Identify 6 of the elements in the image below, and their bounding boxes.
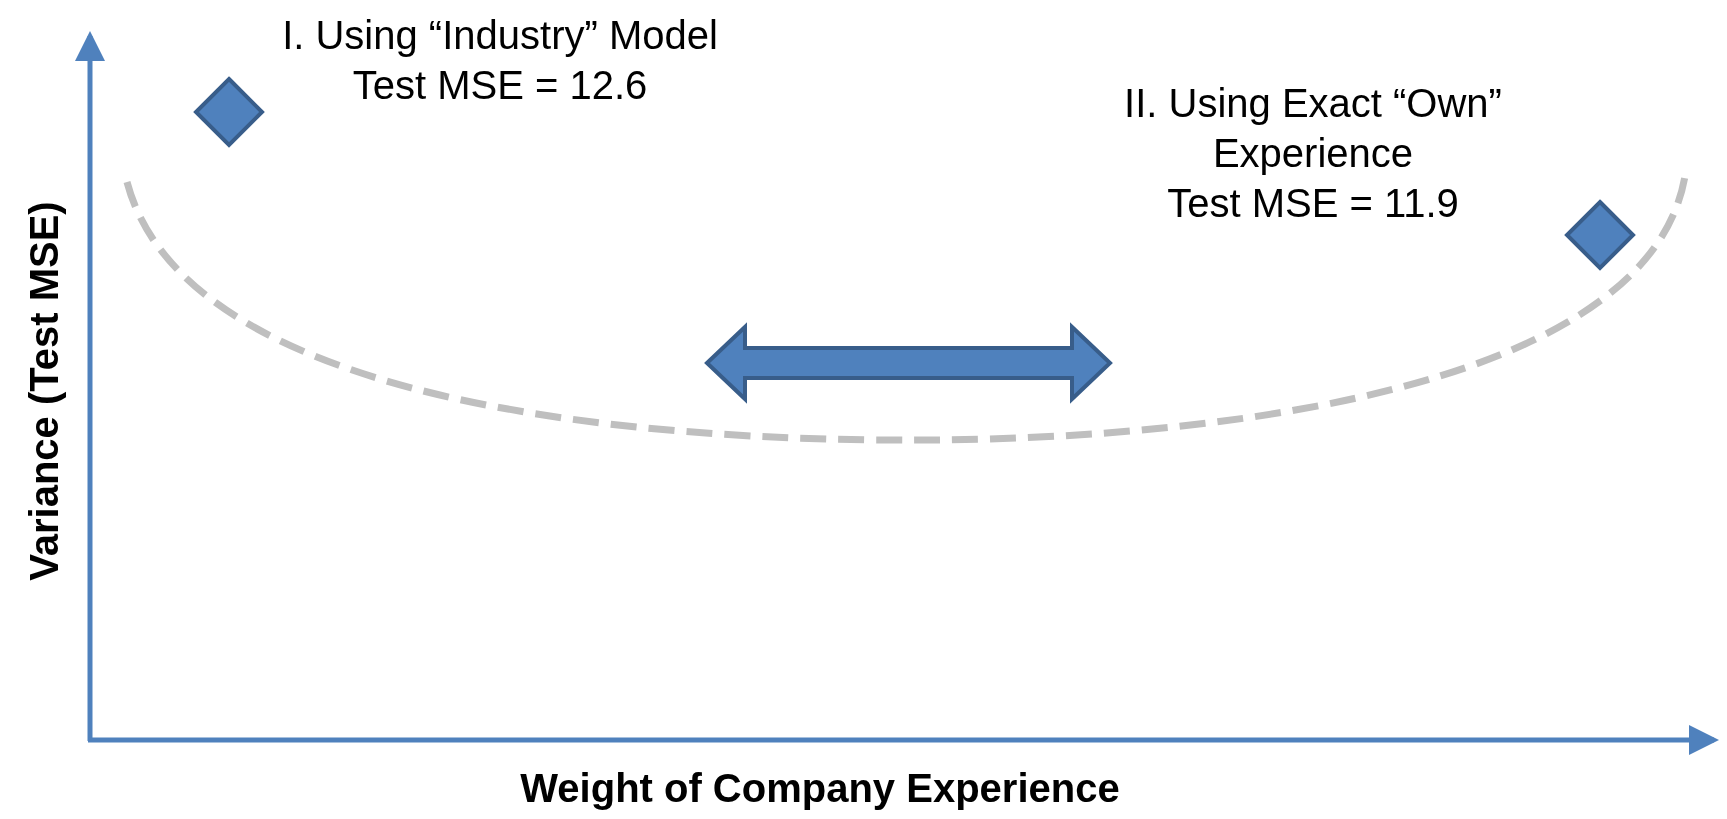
y-axis-title: Variance (Test MSE) [21,201,67,581]
x-axis-title: Weight of Company Experience [520,765,1120,811]
marker-caption: Test MSE = 12.6 [351,62,649,109]
marker-caption: II. Using Exact “Own” Experience [1123,80,1503,177]
marker-caption: I. Using “Industry” Model [281,12,719,59]
marker-caption: Test MSE = 11.9 [1166,180,1460,227]
